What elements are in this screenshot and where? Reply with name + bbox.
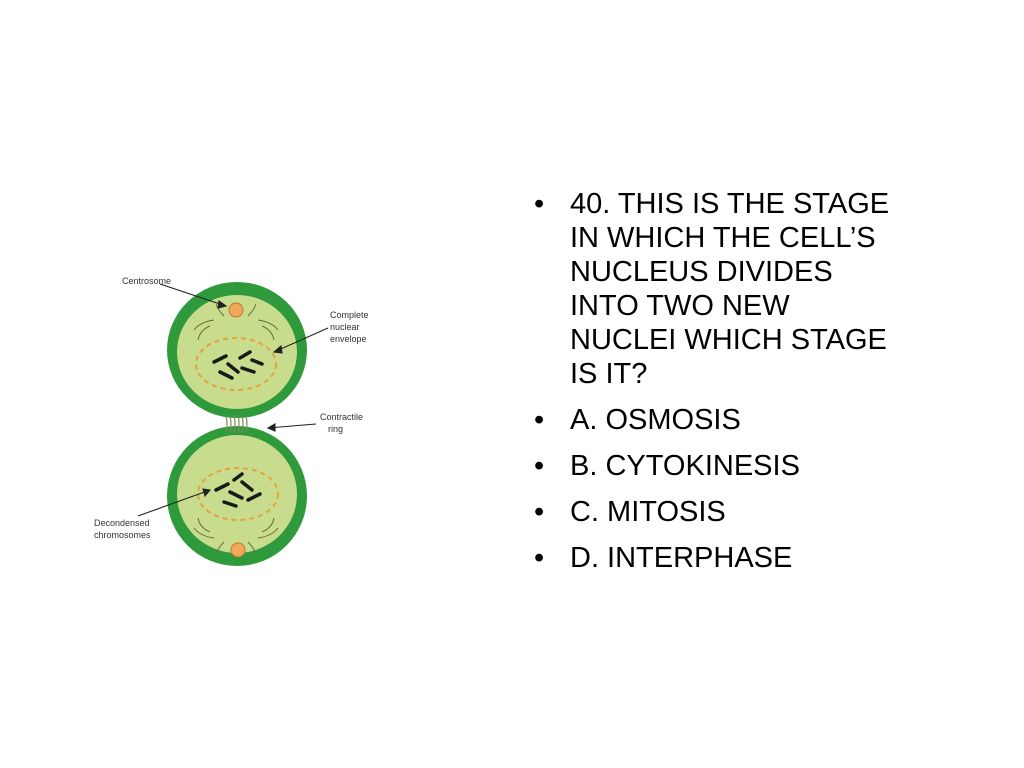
lower-centrosome bbox=[230, 542, 246, 558]
bullet-marker: • bbox=[534, 404, 545, 436]
upper-chromosomes bbox=[212, 350, 264, 380]
centrosome-label: Centrosome bbox=[122, 276, 171, 286]
question-line-3: NUCLEUS DIVIDES bbox=[570, 256, 833, 288]
nuclear-envelope-label-line2: nuclear bbox=[330, 322, 360, 332]
lower-chromosomes bbox=[214, 472, 262, 508]
option-b-text: B. CYTOKINESIS bbox=[570, 450, 800, 482]
option-b: • B. CYTOKINESIS bbox=[534, 449, 1004, 483]
nuclear-envelope-arrowhead bbox=[272, 344, 283, 354]
nuclear-envelope-arrow bbox=[273, 327, 329, 353]
chromosomes-arrow bbox=[137, 489, 211, 517]
option-a: • A. OSMOSIS bbox=[534, 403, 1004, 437]
label-arrows bbox=[137, 283, 329, 517]
chromosomes-arrowhead bbox=[202, 488, 212, 498]
question-line-5: NUCLEI WHICH STAGE bbox=[570, 324, 887, 356]
question-panel: • 40. THIS IS THE STAGE IN WHICH THE CEL… bbox=[534, 187, 1004, 587]
bullet-marker: • bbox=[534, 188, 545, 220]
question-line-6: IS IT? bbox=[570, 358, 648, 390]
upper-centrosome bbox=[228, 302, 244, 318]
question-line-1: 40. THIS IS THE STAGE bbox=[570, 188, 890, 220]
option-c-text: C. MITOSIS bbox=[570, 496, 726, 528]
bullet-marker: • bbox=[534, 450, 545, 482]
lower-spindle-fibers bbox=[193, 517, 279, 555]
bullet-list: • 40. THIS IS THE STAGE IN WHICH THE CEL… bbox=[534, 187, 1004, 575]
option-d: • D. INTERPHASE bbox=[534, 541, 1004, 575]
option-d-text: D. INTERPHASE bbox=[570, 542, 793, 574]
bullet-marker: • bbox=[534, 542, 545, 574]
option-a-text: A. OSMOSIS bbox=[570, 404, 741, 436]
chromosomes-label-line1: Decondensed bbox=[94, 518, 150, 528]
contractile-ring bbox=[225, 414, 248, 434]
question-line-4: INTO TWO NEW bbox=[570, 290, 790, 322]
nuclear-envelope-label-line3: envelope bbox=[330, 334, 367, 344]
contractile-ring-label-line1: Contractile bbox=[320, 412, 363, 422]
upper-spindle-fibers bbox=[193, 303, 279, 341]
centrosome-arrowhead bbox=[217, 300, 228, 309]
bullet-marker: • bbox=[534, 496, 545, 528]
upper-nuclear-envelope bbox=[195, 337, 277, 391]
chromosomes-label-line2: chromosomes bbox=[94, 530, 151, 540]
option-c: • C. MITOSIS bbox=[534, 495, 1004, 529]
telophase-diagram: Centrosome Complete nuclear envelope Con… bbox=[92, 268, 386, 574]
lower-nuclear-envelope bbox=[197, 467, 279, 521]
centrosome-arrow bbox=[159, 283, 227, 307]
question-item: • 40. THIS IS THE STAGE IN WHICH THE CEL… bbox=[534, 187, 1004, 391]
contractile-ring-arrowhead bbox=[266, 423, 276, 432]
cell-division-illustration: Centrosome Complete nuclear envelope Con… bbox=[92, 268, 386, 574]
question-line-2: IN WHICH THE CELL’S bbox=[570, 222, 876, 254]
contractile-ring-label-line2: ring bbox=[328, 424, 343, 434]
nuclear-envelope-label-line1: Complete bbox=[330, 310, 369, 320]
contractile-ring-arrow bbox=[267, 423, 317, 429]
